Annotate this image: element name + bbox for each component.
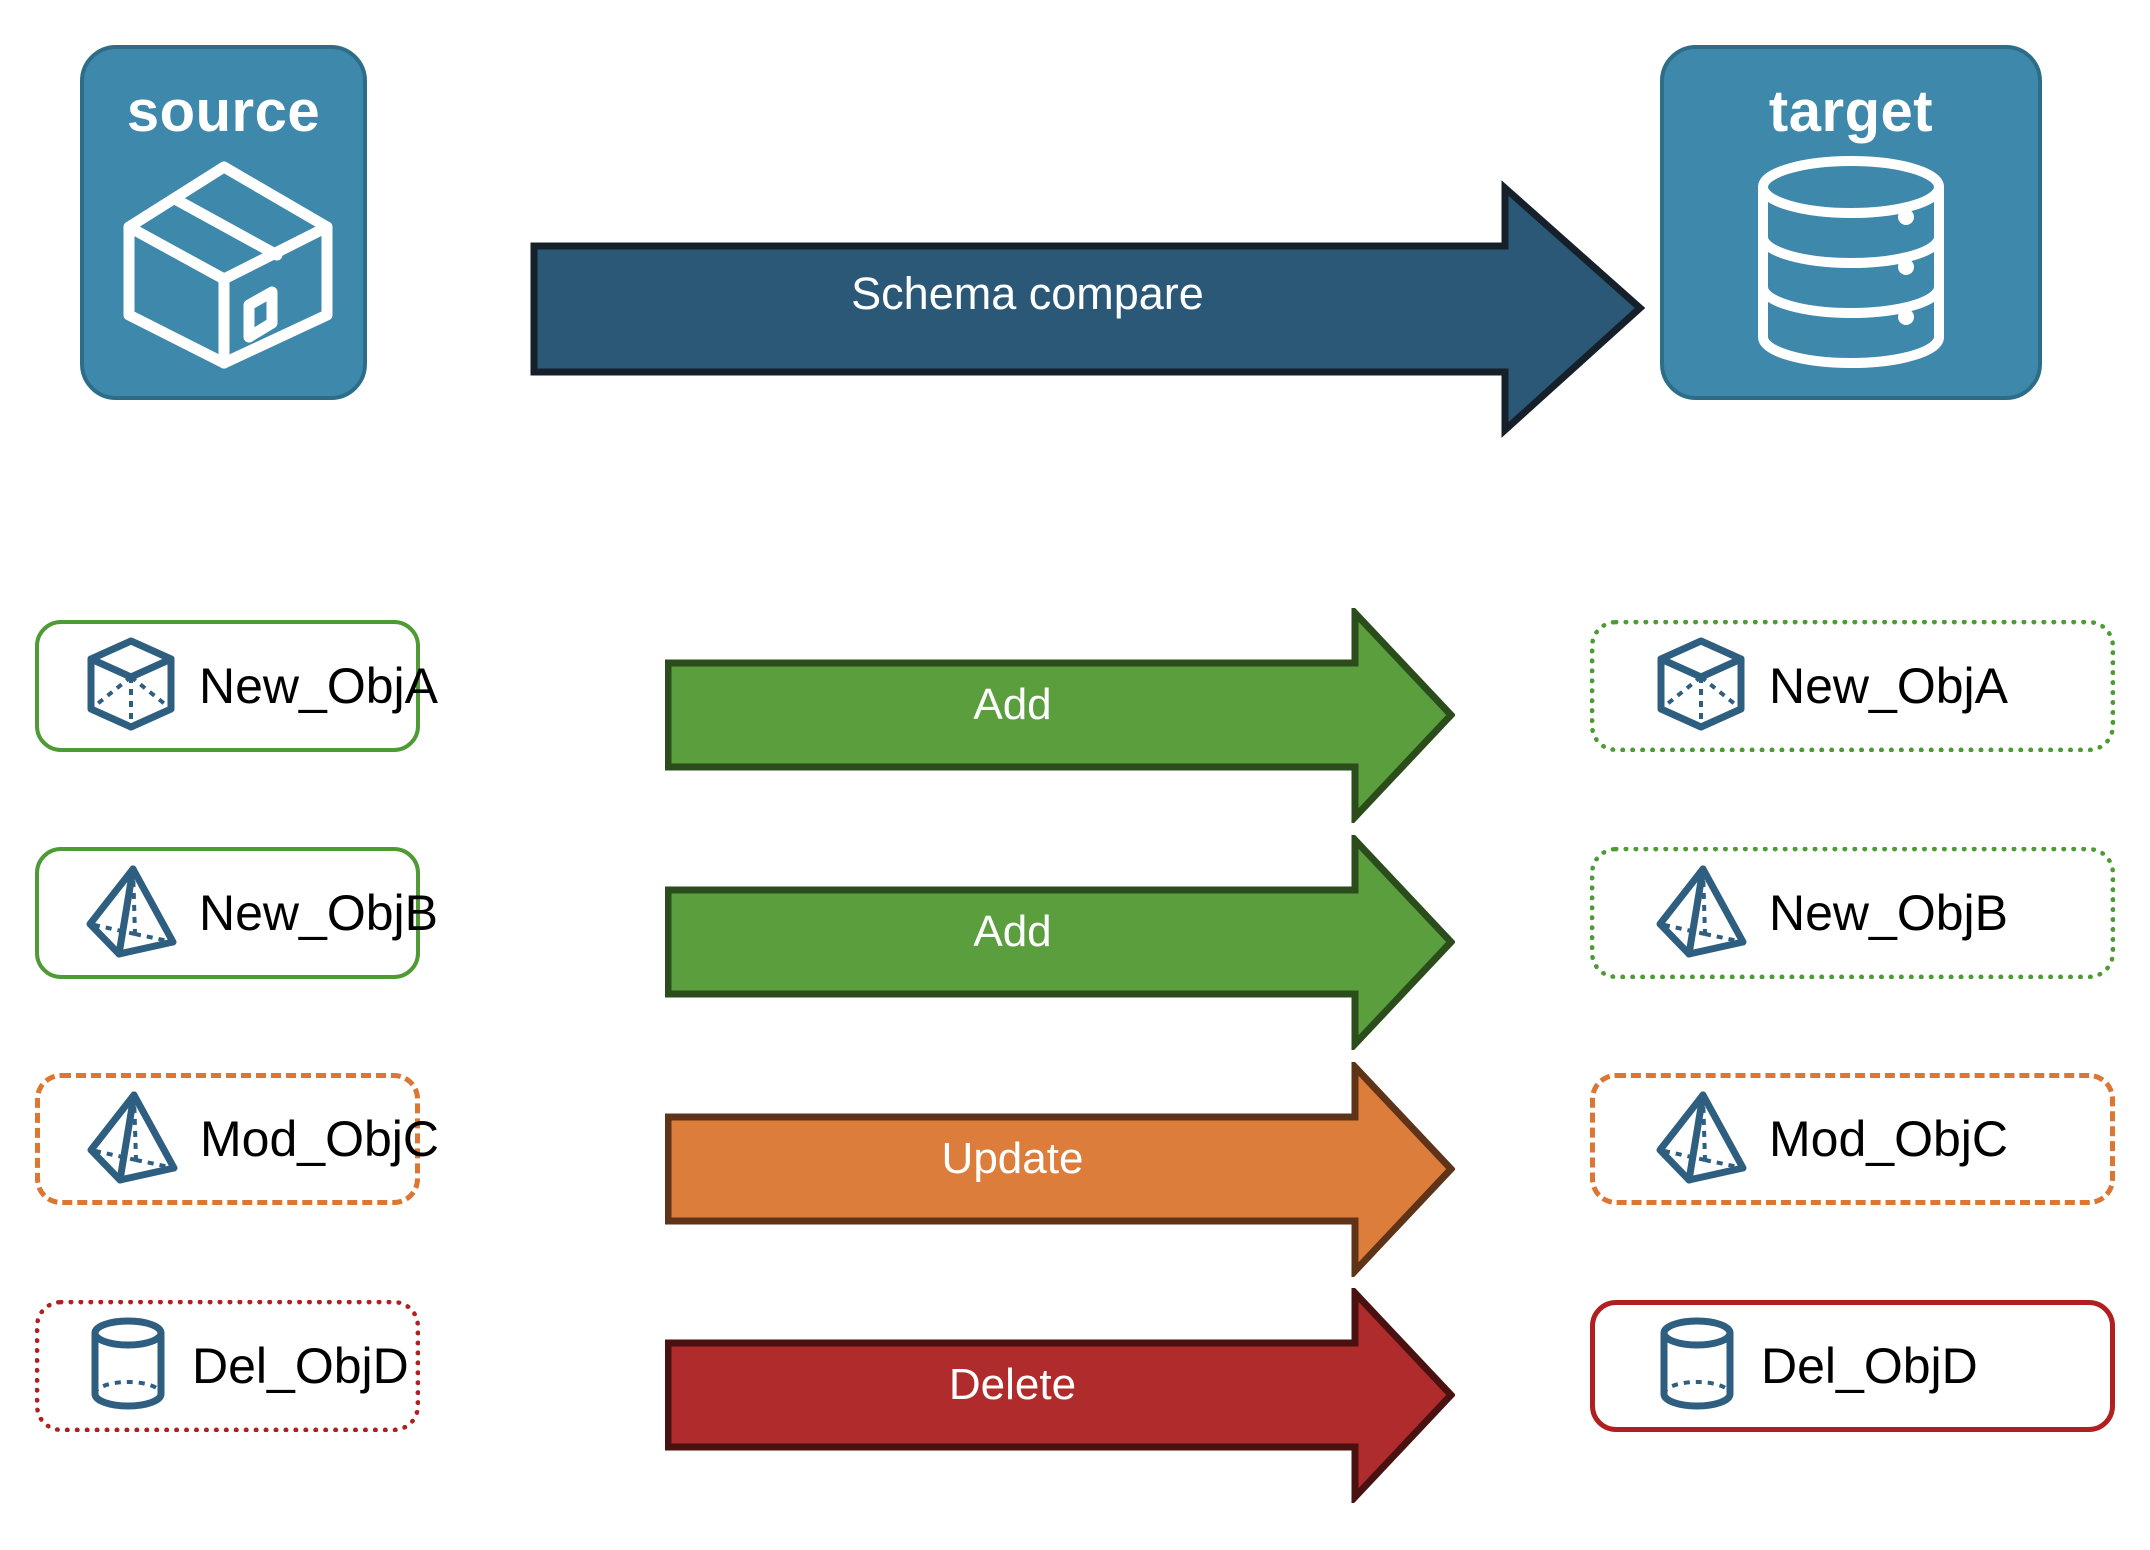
source-endpoint-card: source xyxy=(80,45,367,400)
source-object-chip-new-objb[interactable]: New_ObjB xyxy=(35,847,438,979)
package-box-icon xyxy=(109,155,339,380)
wireframe-cube-icon xyxy=(1655,635,1747,738)
target-object-chip-del-objd[interactable]: Del_ObjD xyxy=(1590,1300,2115,1432)
source-object-chip-mod-objc[interactable]: Mod_ObjC xyxy=(35,1073,439,1205)
target-object-chip-mod-objc[interactable]: Mod_ObjC xyxy=(1590,1073,2115,1205)
target-object-label-mod-objc: Mod_ObjC xyxy=(1769,1111,2008,1167)
source-object-label-del-objd: Del_ObjD xyxy=(192,1338,409,1394)
add-arrow-row-1: Add xyxy=(665,608,1455,823)
target-object-chip-new-objb[interactable]: New_ObjB xyxy=(1590,847,2115,979)
wireframe-pyramid-icon xyxy=(1655,862,1747,965)
database-cylinder-icon xyxy=(1736,155,1966,375)
schema-compare-arrow: Schema compare xyxy=(530,180,1645,440)
add-arrow-row-2: Add xyxy=(665,835,1455,1050)
source-object-chip-del-objd[interactable]: Del_ObjD xyxy=(35,1300,420,1432)
source-object-label-mod-objc: Mod_ObjC xyxy=(200,1111,439,1167)
target-endpoint-card: target xyxy=(1660,45,2042,400)
source-object-label-new-objb: New_ObjB xyxy=(199,885,438,941)
target-object-label-new-objb: New_ObjB xyxy=(1769,885,2008,941)
target-object-chip-new-obja[interactable]: New_ObjA xyxy=(1590,620,2115,752)
target-object-label-new-obja: New_ObjA xyxy=(1769,658,2008,714)
wireframe-cylinder-icon xyxy=(1655,1315,1739,1418)
delete-arrow-row-4: Delete xyxy=(665,1288,1455,1503)
wireframe-pyramid-icon xyxy=(1655,1088,1747,1191)
target-title: target xyxy=(1768,79,1934,144)
source-object-label-new-obja: New_ObjA xyxy=(199,658,438,714)
target-object-label-del-objd: Del_ObjD xyxy=(1761,1338,1978,1394)
update-arrow-row-3: Update xyxy=(665,1062,1455,1277)
wireframe-cube-icon xyxy=(85,635,177,738)
source-object-chip-new-obja[interactable]: New_ObjA xyxy=(35,620,438,752)
wireframe-pyramid-icon xyxy=(86,1088,178,1191)
wireframe-cylinder-icon xyxy=(86,1315,170,1418)
wireframe-pyramid-icon xyxy=(85,862,177,965)
source-title: source xyxy=(126,79,321,144)
